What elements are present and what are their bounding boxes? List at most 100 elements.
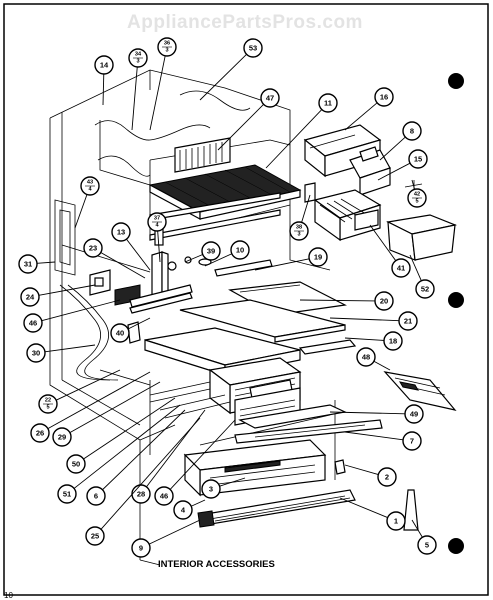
callout-label: 52	[421, 285, 429, 294]
leader-line	[411, 179, 416, 190]
diagram-border	[3, 3, 489, 596]
callout-circle	[260, 88, 280, 108]
callout-circle	[66, 454, 86, 474]
wire-harness	[59, 284, 111, 381]
control-housing	[151, 224, 212, 304]
callout-15: 15	[377, 149, 428, 181]
callout-label: 18	[389, 337, 397, 346]
leader-line	[100, 252, 146, 279]
leader-line	[409, 254, 422, 281]
callout-13: 13	[111, 222, 151, 271]
leader-line	[265, 109, 323, 169]
callout-40: 40	[110, 317, 151, 343]
meat-keeper-drawer	[183, 439, 327, 497]
leveling-leg	[403, 489, 419, 531]
callout-circle	[131, 538, 151, 558]
callout-14: 14	[94, 55, 114, 106]
leader-line	[411, 519, 423, 538]
leader-line	[102, 409, 186, 491]
callout-circle	[374, 87, 394, 107]
callout-circle	[377, 467, 397, 487]
callout-label: 20	[380, 297, 388, 306]
punch-hole-marker	[448, 538, 464, 554]
callout-circle	[402, 121, 422, 141]
callout-label: 15	[414, 155, 422, 164]
callout-label: 4	[88, 187, 92, 193]
leader-line	[254, 258, 310, 271]
callout-circle	[391, 258, 411, 278]
leader-line	[377, 162, 411, 181]
callout-circle	[18, 254, 38, 274]
callout-circle	[374, 291, 394, 311]
leader-line	[373, 360, 391, 371]
callout-circle	[402, 431, 422, 451]
leader-line	[47, 371, 151, 430]
callout-label: 4	[181, 506, 186, 515]
callout-circle	[154, 486, 174, 506]
leader-line	[329, 411, 406, 415]
callout-label: 3	[297, 232, 300, 238]
callout-label: 9	[139, 544, 143, 553]
callout-label: 36	[164, 41, 170, 47]
callout-16: 16	[344, 87, 394, 131]
callout-label: 34	[135, 52, 142, 58]
callout-24: 24	[20, 284, 96, 307]
callout-circle	[415, 279, 435, 299]
callout-19: 19	[254, 247, 328, 271]
callout-label: 47	[266, 94, 274, 103]
leader-line	[344, 464, 379, 475]
callout-9: 9	[131, 519, 201, 558]
leader-line	[157, 230, 161, 263]
leader-line	[184, 254, 203, 263]
leader-line	[55, 369, 121, 401]
callout-50: 50	[66, 397, 176, 474]
callout-label: 26	[36, 429, 44, 438]
callout-43-4: 434	[74, 176, 100, 229]
callout-circle	[94, 55, 114, 75]
leader-line	[126, 238, 151, 271]
callout-circle	[23, 313, 43, 333]
door-bin	[386, 214, 458, 261]
page-number: 10	[4, 591, 13, 600]
bracket-upper	[129, 284, 193, 308]
callout-label: 24	[26, 293, 35, 302]
callout-circle	[110, 323, 130, 343]
callout-circle	[243, 38, 263, 58]
callout-circle	[20, 287, 40, 307]
callout-label: 42	[414, 192, 420, 198]
roller	[334, 459, 346, 475]
door-shelf	[383, 371, 457, 411]
callout-29: 29	[52, 381, 161, 447]
bracket-40	[127, 321, 141, 344]
callout-circle	[356, 347, 376, 367]
callout-circle	[408, 149, 428, 169]
callout-52: 52	[409, 254, 435, 299]
callout-53: 53	[199, 38, 263, 101]
callout-10: 10	[204, 240, 250, 267]
lower-side-parts	[99, 369, 231, 419]
callout-41: 41	[369, 224, 411, 278]
shelf-trim-18	[298, 339, 357, 355]
callout-label: 14	[100, 61, 109, 70]
leader-line	[38, 284, 96, 296]
callout-2: 2	[344, 464, 397, 487]
leader-line	[344, 431, 404, 441]
watermark: AppliancePartsPros.com	[127, 12, 363, 33]
callout-label: 38	[296, 225, 302, 231]
callout-label: 2	[385, 473, 389, 482]
callout-label: 8	[410, 127, 414, 136]
callout-36-3: 363	[149, 37, 177, 131]
callout-label: 7	[410, 437, 414, 446]
callout-circle	[52, 427, 72, 447]
callout-6: 6	[86, 409, 186, 506]
glass-shelf-21	[179, 299, 346, 343]
evaporator-cover	[174, 137, 231, 173]
callout-label: 21	[404, 317, 412, 326]
ice-dispenser-drawer	[349, 146, 391, 196]
callout-label: 30	[32, 349, 40, 358]
light-shield	[214, 259, 273, 277]
callout-label: 46	[29, 319, 37, 328]
leader-line	[149, 55, 166, 131]
callout-20: 20	[299, 291, 394, 311]
